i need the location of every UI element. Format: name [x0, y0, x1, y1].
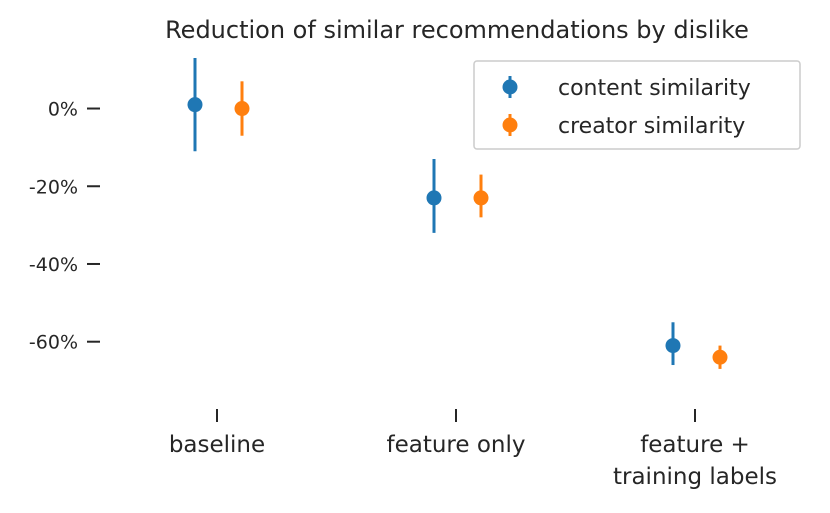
data-point [426, 190, 442, 206]
legend: content similarity creator similarity [473, 60, 801, 150]
data-point [712, 349, 728, 365]
x-tick-label-line: training labels [613, 464, 777, 490]
legend-label: content similarity [558, 76, 751, 101]
data-point [234, 101, 250, 117]
legend-frame [473, 60, 801, 150]
y-tick-label: -40% [29, 254, 78, 276]
data-point [665, 338, 681, 354]
x-tick-label-line: baseline [169, 432, 265, 458]
x-tick-label: feature + training labels [613, 432, 777, 490]
x-axis: baseline feature only feature + training la… [169, 409, 777, 490]
chart-title: Reduction of similar recommendations by … [165, 16, 749, 44]
series-content-similarity [187, 58, 681, 366]
y-tick-label: 0% [48, 99, 78, 121]
x-tick-label: baseline [169, 432, 265, 458]
data-point [473, 190, 489, 206]
series-creator-similarity [234, 81, 728, 369]
x-tick-label-line: feature + [640, 432, 750, 458]
y-tick-label: -20% [29, 176, 78, 198]
legend-label: creator similarity [558, 114, 745, 139]
x-tick-label-line: feature only [387, 432, 526, 458]
y-axis: 0% -20% -40% -60% [29, 99, 100, 354]
data-point [187, 97, 203, 113]
y-tick-label: -60% [29, 332, 78, 354]
data-marks [187, 58, 728, 369]
legend-marker [502, 79, 518, 95]
legend-marker [502, 117, 518, 133]
x-tick-label: feature only [387, 432, 526, 458]
